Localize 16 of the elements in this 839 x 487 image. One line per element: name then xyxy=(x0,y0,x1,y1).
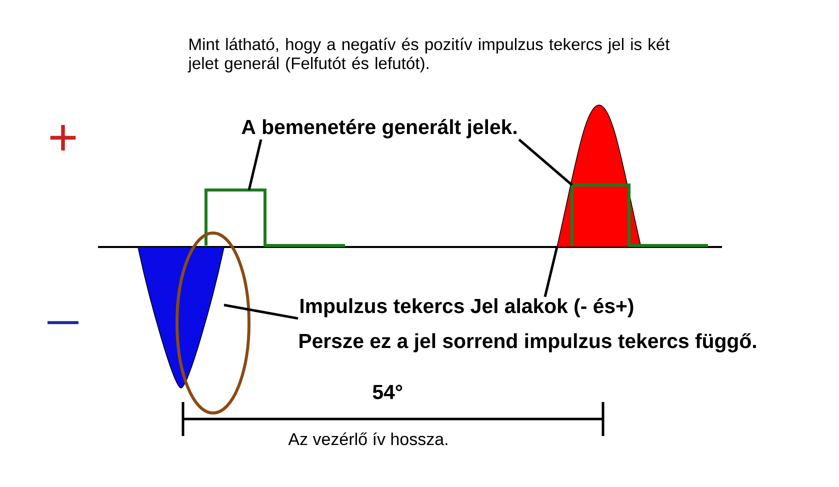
leader-line xyxy=(224,304,298,320)
minus-sign: — xyxy=(48,321,79,324)
signal-pulse xyxy=(138,246,224,388)
leader-line xyxy=(248,139,262,190)
dimension-label: Az vezérlő ív hossza. xyxy=(288,432,448,446)
leader-line xyxy=(518,138,573,186)
note-text: Persze ez a jel sorrend impulzus tekercs függő. xyxy=(300,333,756,352)
signal-pulse xyxy=(556,104,642,248)
square-pulse xyxy=(204,188,345,247)
callout-text: Impulzus tekercs Jel alakok (- és+) xyxy=(300,298,634,318)
plus-sign: + xyxy=(50,124,76,150)
square-pulse xyxy=(570,184,708,247)
leader-line xyxy=(544,246,558,298)
note-text: Mint látható, hogy a negatív és pozitív impulzus tekercs jel is két jelet generál (Felfutót és lefutót). xyxy=(188,38,670,72)
callout-text: A bemenetére generált jelek. xyxy=(242,119,516,138)
dimension-label: 54° xyxy=(372,384,402,400)
